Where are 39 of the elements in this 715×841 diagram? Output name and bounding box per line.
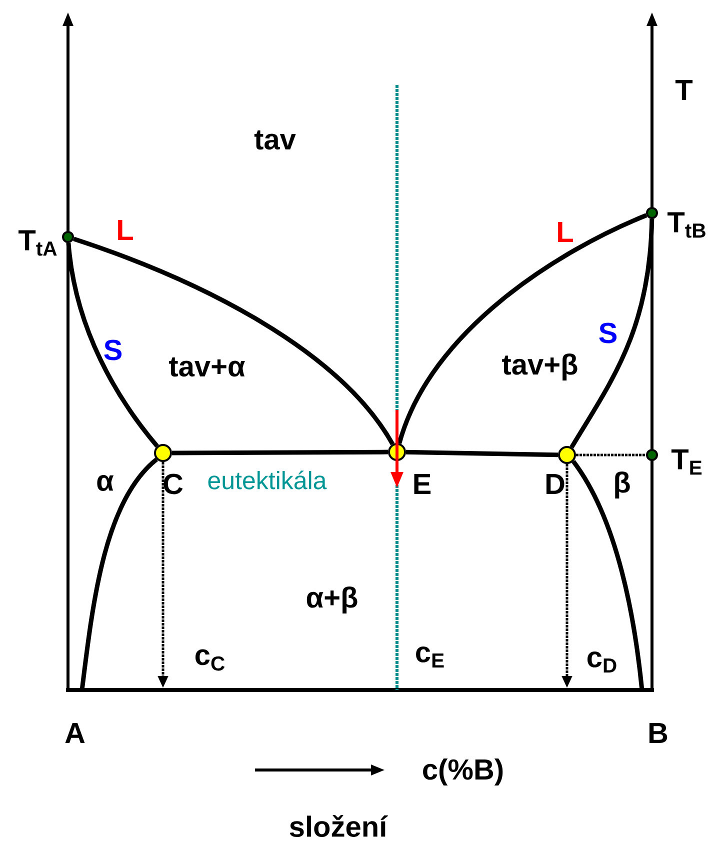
phase-label: tav+α [169, 357, 246, 377]
phase-boundary-curve [66, 242, 159, 448]
phase-label: β [615, 472, 630, 499]
phase-label: α+β [306, 586, 358, 614]
line-label: eutektikála [208, 470, 327, 490]
axis-label: složení [290, 815, 388, 837]
point-label: T$_{tA}$ [18, 230, 57, 256]
phase-boundary-curve [72, 236, 394, 446]
composition-label: c$_{D}$ [587, 652, 616, 672]
phase-boundary-curve [172, 450, 388, 456]
axis-label: A [65, 723, 85, 743]
point-label: T$_{tB}$ [668, 212, 706, 238]
phase-label: α [97, 475, 114, 491]
curve-label: S [599, 322, 617, 344]
phase-boundary-curve [397, 213, 648, 444]
phase-label: tav+β [502, 354, 578, 381]
phase-point [62, 231, 74, 243]
composition-label: c$_{C}$ [195, 649, 225, 671]
curve-label: S [104, 340, 122, 360]
axis-label: c(%B) [423, 758, 503, 786]
point-label: D [546, 474, 564, 494]
axis-label: T [675, 80, 693, 100]
axis-label: B [649, 723, 668, 743]
phase-label: tav [254, 130, 296, 150]
phase-point [646, 449, 658, 461]
phase-boundary-curve [570, 218, 654, 448]
phase-point [154, 444, 172, 462]
phase-point [646, 207, 658, 219]
phase-boundary-curve [406, 450, 558, 458]
point-label: E [414, 474, 431, 494]
point-label: T$_{E}$ [671, 449, 702, 475]
composition-label: c$_{E}$ [416, 646, 444, 668]
curve-label: L [118, 220, 133, 240]
phase-boundary-curve [80, 458, 158, 690]
point-label: C [164, 474, 183, 494]
dotted-line [576, 454, 646, 456]
phase-point [558, 446, 576, 464]
curve-label: L [558, 222, 573, 242]
phase-boundary-curve [572, 460, 644, 690]
